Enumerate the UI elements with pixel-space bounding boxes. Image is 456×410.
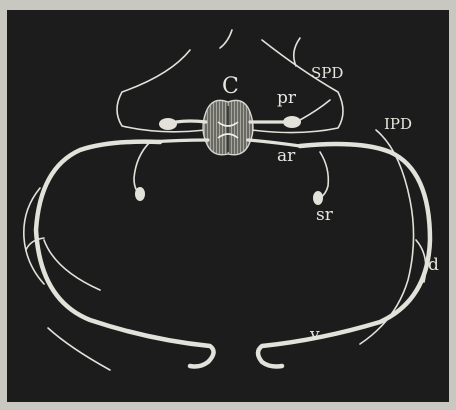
ventral-label: v (309, 325, 320, 345)
spinal-cord-section (203, 100, 253, 154)
anterior-root-label: ar (277, 146, 296, 166)
background-panel (7, 10, 449, 402)
cord-label: C (222, 74, 239, 99)
sympathetic-root-label: sr (316, 205, 334, 225)
ipd-label: IPD (384, 115, 412, 133)
posterior-root-label: pr (277, 88, 297, 108)
spd-label: SPD (311, 64, 343, 82)
dorsal-label: d (428, 255, 439, 275)
